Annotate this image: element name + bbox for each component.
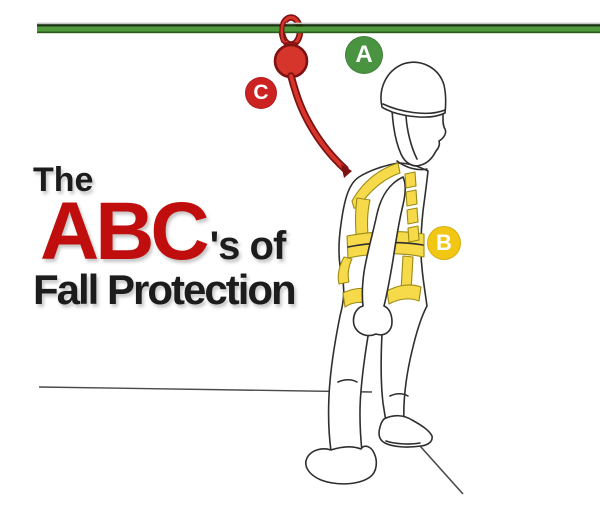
hard-hat-rim-line	[382, 103, 446, 115]
worker-head	[391, 108, 447, 167]
label-b-badge: B	[427, 226, 461, 260]
title-line2: Fall Protection	[33, 266, 297, 313]
label-b-letter: B	[436, 230, 452, 255]
worker-figure	[305, 61, 447, 485]
title-suffix: 's of	[209, 224, 287, 268]
knee-wrinkle-back	[337, 378, 358, 383]
srl-device-icon	[273, 43, 309, 79]
front-shoe	[378, 414, 433, 448]
front-shoe-sole-line	[385, 440, 421, 445]
label-c-badge: C	[245, 77, 277, 109]
title-the: The	[33, 161, 94, 199]
harness-chest-strap	[404, 171, 420, 243]
anchor-line	[37, 22, 600, 34]
label-a-letter: A	[355, 41, 373, 68]
lanyard-line	[287, 72, 352, 178]
chin-strap-line	[405, 115, 418, 160]
title-abc: ABC	[40, 186, 210, 277]
harness-hip-strap-end	[337, 256, 353, 285]
label-c-letter: C	[253, 81, 269, 104]
hard-hat-icon	[380, 61, 447, 118]
floor-line	[38, 386, 373, 393]
harness-front-thigh-strap	[386, 284, 422, 305]
worker-arm	[352, 176, 407, 337]
carabiner-front-strand-highlight	[280, 20, 286, 43]
back-shoe	[305, 445, 378, 485]
title-abc-row: ABC 's of	[40, 186, 287, 277]
knee-wrinkle-front	[389, 392, 409, 397]
collar-line	[396, 160, 428, 171]
label-a-badge: A	[345, 36, 383, 74]
